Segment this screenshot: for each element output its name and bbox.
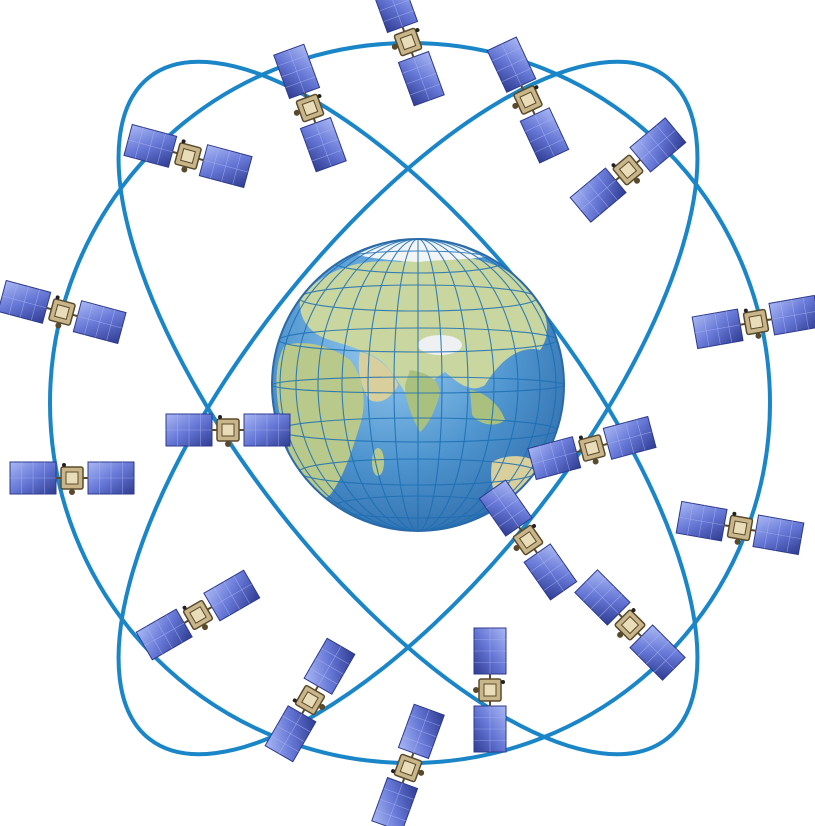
- orbit-inclined-left: [116, 59, 700, 757]
- satellite-icon: [574, 569, 686, 681]
- satellite-icon: [486, 36, 570, 164]
- satellite-icon: [478, 479, 578, 601]
- globe-icon: [271, 238, 565, 532]
- satellite-icon: [371, 703, 445, 826]
- satellite-icon: [135, 569, 261, 661]
- satellite-icon: [264, 637, 356, 763]
- satellite-icon: [165, 413, 291, 447]
- satellite-icon: [473, 627, 507, 753]
- satellite-icon: [569, 117, 687, 223]
- satellite-icon: [675, 500, 805, 556]
- satellite-icon: [273, 43, 347, 173]
- satellite-icon: [123, 123, 253, 189]
- satellite-icon: [527, 415, 657, 481]
- satellite-icon: [0, 279, 127, 345]
- satellite-icon: [371, 0, 445, 107]
- satellite-icon: [691, 294, 815, 350]
- satellite-icon: [9, 461, 135, 495]
